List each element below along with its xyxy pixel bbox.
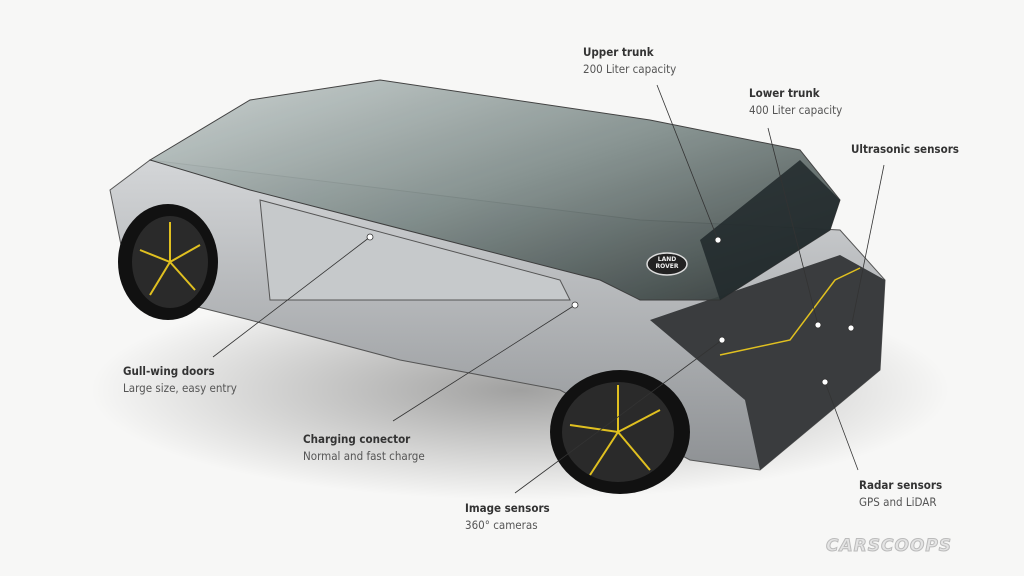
callout-dot [718,336,726,344]
callout-line-gull-wing [212,236,371,358]
callout-dot [714,236,722,244]
callout-subtitle: GPS and LiDAR [859,495,937,509]
carscoops-watermark: CARSCOOPS [825,536,953,557]
callout-line-charging [392,304,576,422]
rear-glass [700,160,840,300]
rear-wheel [118,204,218,320]
callout-upper-trunk: Upper trunk 200 Liter capacity [583,44,676,78]
callout-line-image-sensors [514,339,723,494]
callout-dot [814,321,822,329]
callout-title: Radar sensors [859,478,943,492]
callout-subtitle: 400 Liter capacity [749,103,843,117]
callout-gull-wing-doors: Gull-wing doors Large size, easy entry [123,363,237,397]
callout-title: Ultrasonic sensors [851,142,959,156]
callout-line-radar [824,381,859,471]
callout-line-upper-trunk [656,84,719,241]
callout-subtitle: 360° cameras [465,518,538,532]
callout-dot [847,324,855,332]
callout-radar-sensors: Radar sensors GPS and LiDAR [859,477,942,511]
front-light-strip [719,267,861,356]
callout-line-lower-trunk [767,127,819,326]
callout-charging-connector: Charging conector Normal and fast charge [303,431,425,465]
land-rover-badge-text: LAND ROVER [655,256,679,270]
callout-lower-trunk: Lower trunk 400 Liter capacity [749,85,842,119]
callout-dot [821,378,829,386]
callout-title: Image sensors [465,501,550,515]
callout-dot [366,233,374,241]
callout-ultrasonic-sensors: Ultrasonic sensors [851,141,959,158]
callout-title: Charging conector [303,432,411,446]
front-face [650,255,885,470]
callout-subtitle: Large size, easy entry [123,381,237,395]
callout-subtitle: 200 Liter capacity [583,62,677,76]
callout-title: Gull-wing doors [123,364,215,378]
callout-image-sensors: Image sensors 360° cameras [465,500,550,534]
callout-subtitle: Normal and fast charge [303,449,425,463]
side-door-panel [259,199,571,301]
callout-line-ultrasonic [850,164,885,329]
front-wheel [550,370,690,494]
callout-title: Upper trunk [583,45,654,59]
land-rover-badge [646,252,688,276]
callout-dot [571,301,579,309]
callout-title: Lower trunk [749,86,820,100]
